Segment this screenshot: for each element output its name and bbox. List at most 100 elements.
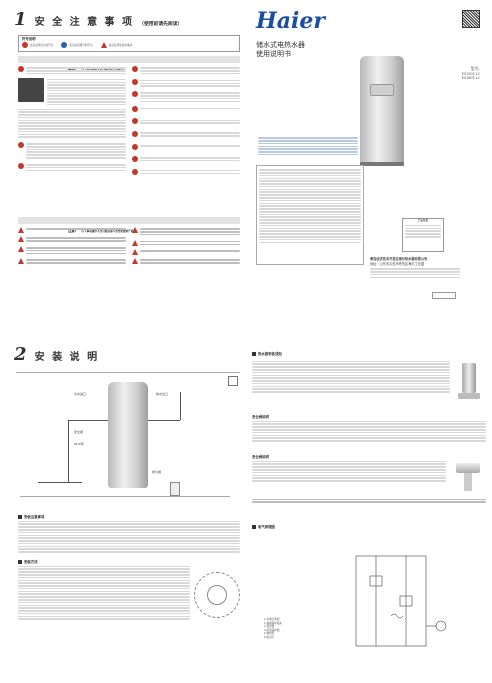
square-bullet-icon — [18, 515, 22, 520]
caution-icon-8 — [132, 258, 138, 265]
warning-icon-2 — [18, 141, 24, 148]
safety-valve-section: 安全阀说明 — [252, 415, 486, 443]
wiring-diagram: 1.水电分离器 2.漏电保护插头 3.温控器 4.超温保护器 5.电热管 6.指… — [258, 540, 478, 672]
legend-item-caution: 表示必须注意的事项 — [108, 43, 133, 47]
safety-valve-title: 安全阀说明 — [252, 415, 269, 419]
caution-bar: 注意! 以下事项操作不当可能造成人身伤害或财产损失! — [18, 217, 240, 233]
company-line-2: 地址：山东省青岛市黄岛区海尔工业园 — [370, 262, 425, 266]
wiring-title: 电气原理图 — [258, 525, 275, 529]
model-list: ES150F-LC ES180F-LC — [462, 72, 480, 80]
caution-text: 以下事项操作不当可能造成人身伤害或财产损失! — [81, 230, 138, 233]
company-line-1: 青岛经济技术开发区海尔热水器有限公司 — [370, 257, 428, 261]
warranty-box — [256, 165, 364, 265]
section1-subtitle: （使用前请先阅读） — [139, 22, 183, 27]
caution-icon-2 — [18, 236, 24, 242]
model-label: 型号: — [470, 66, 480, 71]
label-cold-inlet: 冷水进口 — [74, 392, 87, 396]
warning-icon-10 — [132, 143, 138, 150]
floor-mount-diagram — [194, 572, 240, 619]
warning-icon-12 — [132, 168, 138, 175]
wiring-legend-4: 4.超温保护器 — [264, 628, 280, 632]
label-safety-valve: 安全阀 — [74, 430, 84, 434]
brand-logo: Haier — [256, 8, 325, 34]
warning-icon-1 — [18, 66, 24, 72]
caution-icon-3 — [18, 245, 24, 252]
wiring-legend-5: 5.电热管 — [264, 632, 275, 636]
warning-icon-8 — [132, 118, 138, 125]
product-title: 储水式电热水器 — [256, 41, 305, 49]
warning-bar: 警告! 以下事项操作不当可能造成人身伤亡! — [18, 56, 240, 72]
install-method-title: 安装方法 — [24, 560, 38, 564]
wiring-legend-6: 6.指示灯 — [264, 635, 275, 639]
product-info-box: 产品信息 — [402, 218, 444, 252]
legend-item-prohibited: 表示必须禁止的行为 — [30, 43, 54, 47]
warning-icon-9 — [132, 131, 138, 138]
doc-title: 使用说明书 — [256, 50, 291, 58]
label-ppr-pipe: PP-R管 — [74, 442, 84, 446]
diagram-tank — [108, 382, 148, 488]
circuit-schematic — [355, 555, 447, 647]
water-heater-image — [360, 56, 404, 166]
caution-right-column — [132, 227, 240, 265]
install-method: 安装方法 — [18, 560, 240, 621]
section1-number: 1 — [14, 9, 27, 30]
valve-detail-image — [450, 459, 486, 497]
section1-title: 安 全 注 意 事 项 — [34, 17, 135, 28]
power-socket-icon — [228, 376, 238, 386]
tank-base — [360, 162, 404, 166]
control-panel — [370, 84, 394, 96]
wiring-legend-2: 2.漏电保护插头 — [264, 621, 283, 625]
cover-notes — [258, 136, 358, 157]
cover-page: Haier 储水式电热水器 使用说明书 型号: ES150F-LC ES180F… — [252, 8, 486, 330]
wiring-legend-3: 3.温控器 — [264, 625, 275, 629]
caution-icon-1 — [18, 227, 24, 233]
installation-diagram: 冷水进口 热水出口 安全阀 PP-R管 排污阀 — [16, 372, 240, 507]
caution-icon — [100, 42, 107, 49]
install-notes-title: 安装注意事项 — [24, 515, 45, 519]
valve-image — [454, 359, 486, 403]
warning-left-column — [18, 66, 126, 172]
section1-header: 1 安 全 注 意 事 项 （使用前请先阅读） — [14, 9, 244, 30]
caution-icon-4 — [18, 258, 24, 265]
drain-funnel — [170, 482, 180, 496]
warning-right-column — [132, 66, 240, 175]
square-bullet-icon-4 — [252, 525, 256, 530]
mandatory-icon — [61, 42, 68, 49]
barcode-box — [432, 292, 456, 299]
legend-item-mandatory: 表示必须遵守的行为 — [69, 43, 93, 47]
safety-valve-detail: 安全阀说明 — [252, 455, 486, 504]
caution-icon-5 — [132, 227, 138, 233]
install-tips-title: 热水器安装须知 — [258, 352, 282, 356]
wiring-legend: 1.水电分离器 2.漏电保护插头 3.温控器 4.超温保护器 5.电热管 6.指… — [264, 618, 314, 640]
install-tips: 热水器安装须知 — [252, 352, 486, 403]
warning-icon-5 — [132, 78, 138, 85]
prohibited-icon — [22, 42, 28, 49]
warning-icon-11 — [132, 155, 138, 162]
symbol-legend: 符号说明 表示必须禁止的行为 表示必须遵守的行为 表示必须注意的事项 — [18, 35, 240, 52]
model-1: ES150F-LC — [461, 72, 480, 76]
warning-icon-3 — [18, 162, 24, 169]
model-2: ES180F-LC — [461, 76, 480, 80]
warning-icon-6 — [132, 91, 138, 98]
caution-left-column — [18, 227, 126, 265]
symbol-legend-title: 符号说明 — [22, 37, 36, 41]
warning-icon-7 — [132, 106, 138, 113]
label-drain-valve: 排污阀 — [152, 470, 162, 474]
safety-logo-image — [18, 77, 44, 102]
warning-icon-4 — [132, 66, 138, 72]
wiring-section: 电气原理图 — [252, 525, 486, 530]
qr-code — [462, 10, 480, 28]
square-bullet-icon-3 — [252, 352, 256, 357]
caution-label: 注意! — [68, 229, 77, 233]
safety-valve-title-2: 安全阀说明 — [252, 455, 269, 459]
install-notes: 安装注意事项 — [18, 515, 240, 554]
product-info-title: 产品信息 — [417, 219, 429, 222]
square-bullet-icon-2 — [18, 560, 22, 565]
wiring-legend-1: 1.水电分离器 — [264, 618, 280, 621]
caution-icon-7 — [132, 249, 138, 256]
section2-header: 2 安 装 说 明 — [14, 344, 99, 365]
label-hot-outlet: 热水出口 — [156, 392, 169, 396]
section2-title: 安 装 说 明 — [34, 352, 100, 363]
caution-icon-6 — [132, 239, 138, 246]
section2-number: 2 — [14, 344, 27, 365]
